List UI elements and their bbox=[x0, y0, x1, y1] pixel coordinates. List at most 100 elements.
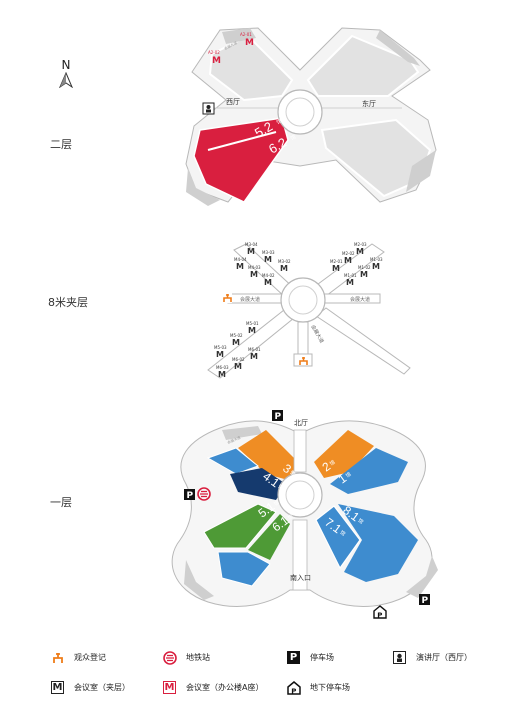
meeting-room-mezzanine-icon[interactable]: M5-03M bbox=[214, 345, 227, 359]
hall-sw-blue[interactable] bbox=[217, 551, 271, 587]
north-arrow-icon bbox=[58, 71, 74, 89]
meeting-room-mezzanine-icon[interactable]: M3-02M bbox=[278, 259, 291, 273]
meeting-room-mezzanine-icon[interactable]: M2-02M bbox=[342, 251, 355, 265]
meeting-room-mezzanine-icon[interactable]: M3-04M bbox=[245, 242, 258, 256]
meeting-room-mezzanine-icon[interactable]: M2-01M bbox=[330, 259, 343, 273]
svg-text:M3-02: M3-02 bbox=[278, 259, 291, 264]
legend-item: 地铁站 bbox=[162, 650, 210, 665]
svg-text:馆: 馆 bbox=[275, 117, 283, 126]
meeting-room-mezzanine-icon[interactable]: M6-02M bbox=[232, 357, 245, 371]
parking-icon[interactable]: P bbox=[272, 410, 283, 422]
legend-item: 观众登记 bbox=[50, 650, 106, 665]
wing-1f-nw bbox=[222, 426, 262, 440]
svg-text:M: M bbox=[216, 350, 224, 359]
svg-text:M6-01: M6-01 bbox=[248, 347, 261, 352]
meeting-room-mezzanine-icon[interactable]: M6-01M bbox=[248, 347, 261, 361]
svg-text:馆: 馆 bbox=[288, 469, 296, 478]
road-label-1f: 会展大道 bbox=[226, 434, 241, 444]
svg-text:M1-02: M1-02 bbox=[358, 265, 371, 270]
meeting-room-office-icon[interactable]: A2-02 M bbox=[208, 50, 221, 66]
hall-5-1[interactable] bbox=[203, 503, 277, 549]
hall-1[interactable] bbox=[330, 448, 408, 494]
hall-8-1[interactable] bbox=[338, 504, 418, 582]
mezzanine-plan: 会展大道 会展大道 会展大道 M3-04M M3-03M M3-02M M4-0… bbox=[207, 242, 411, 379]
svg-text:M: M bbox=[344, 256, 352, 265]
registration-icon[interactable] bbox=[299, 357, 308, 365]
registration-icon bbox=[50, 650, 65, 665]
meeting-room-mezzanine-icon[interactable]: M4-02M bbox=[262, 273, 275, 287]
legend-label: 观众登记 bbox=[74, 653, 106, 662]
lecture-hall-icon[interactable] bbox=[202, 102, 215, 115]
meeting-room-mezzanine-icon[interactable]: M1-01M bbox=[344, 273, 357, 287]
hall-4-1-west[interactable] bbox=[206, 447, 259, 475]
meeting-room-mezzanine-icon[interactable]: M1-02M bbox=[358, 265, 371, 279]
svg-text:M4-03: M4-03 bbox=[248, 265, 261, 270]
svg-text:M3-03: M3-03 bbox=[262, 250, 275, 255]
road-right-label: 会展大道 bbox=[350, 296, 370, 303]
svg-text:P: P bbox=[275, 412, 282, 422]
hall-7-1[interactable] bbox=[315, 505, 361, 570]
mezz-rooms-sw: M5-01M M5-02M M5-03M M6-01M M6-02M M6-03… bbox=[214, 321, 261, 379]
svg-text:M6-02: M6-02 bbox=[232, 357, 245, 362]
svg-text:馆: 馆 bbox=[272, 499, 280, 508]
legend-item: P 停车场 bbox=[286, 650, 334, 665]
svg-text:P: P bbox=[422, 596, 429, 606]
hall-ne-2f[interactable] bbox=[306, 34, 420, 97]
road-left-label: 会展大道 bbox=[240, 296, 260, 303]
south-entrance-label: 南入口 bbox=[290, 573, 311, 582]
svg-text:M: M bbox=[236, 262, 244, 271]
hall-6-1[interactable] bbox=[248, 514, 290, 560]
svg-text:馆: 馆 bbox=[277, 483, 285, 492]
metro-icon[interactable] bbox=[197, 487, 211, 501]
floor-label-first: 一层 bbox=[50, 496, 72, 509]
svg-text:馆: 馆 bbox=[289, 133, 297, 142]
venue-map: 西厅 东厅 5.2 馆 6.2 馆 A2-01 M A2-02 M 会展大道 bbox=[171, 27, 438, 620]
svg-text:M: M bbox=[280, 264, 288, 273]
hall-4-1[interactable] bbox=[230, 468, 286, 500]
meeting-room-mezzanine-icon[interactable]: M5-02M bbox=[230, 333, 243, 347]
hall-divider-2f bbox=[207, 131, 277, 151]
svg-text:M5-01: M5-01 bbox=[246, 321, 259, 326]
north-letter: N bbox=[61, 58, 71, 72]
wing-nw-2f bbox=[222, 28, 256, 44]
wing-1f-se bbox=[406, 556, 438, 598]
meeting-room-mezzanine-icon[interactable]: M4-04M bbox=[234, 257, 247, 271]
svg-text:P: P bbox=[291, 687, 296, 695]
parking-icon[interactable]: P bbox=[184, 489, 195, 501]
parking-icon[interactable]: P bbox=[419, 594, 430, 606]
svg-text:M: M bbox=[250, 270, 258, 279]
svg-text:M3-04: M3-04 bbox=[245, 242, 258, 247]
svg-text:M: M bbox=[212, 56, 221, 66]
mezz-rooms-ne: M2-03M M2-02M M2-01M M1-03M M1-02M M1-01… bbox=[330, 242, 383, 287]
underground-parking-icon[interactable]: P bbox=[373, 605, 387, 620]
meeting-room-mezzanine-icon[interactable]: M3-03M bbox=[262, 250, 275, 264]
corridor-se bbox=[315, 307, 411, 375]
svg-text:M6-03: M6-03 bbox=[216, 365, 229, 370]
registration-icon[interactable] bbox=[223, 293, 232, 303]
meeting-room-mezzanine-icon[interactable]: M5-01M bbox=[246, 321, 259, 335]
svg-text:M: M bbox=[247, 247, 255, 256]
meeting-room-mezzanine-icon[interactable]: M4-03M bbox=[248, 265, 261, 279]
meeting-room-mezzanine-icon[interactable]: M2-03M bbox=[354, 242, 367, 256]
meeting-room-office-icon: M bbox=[163, 681, 176, 694]
legend-label: 会议室（办公楼A座） bbox=[186, 683, 264, 692]
meeting-room-mezzanine-icon[interactable]: M1-03M bbox=[370, 257, 383, 271]
hall-2[interactable] bbox=[314, 430, 374, 478]
meeting-room-mezzanine-icon[interactable]: M6-03M bbox=[216, 365, 229, 379]
svg-text:P: P bbox=[377, 612, 382, 620]
floor-label-mezzanine: 8米夹层 bbox=[48, 296, 88, 309]
underground-parking-icon: P bbox=[286, 680, 301, 695]
svg-text:M4-02: M4-02 bbox=[262, 273, 275, 278]
legend-label: 地下停车场 bbox=[310, 683, 350, 692]
svg-text:M2-03: M2-03 bbox=[354, 242, 367, 247]
corridor-1f-south bbox=[292, 519, 308, 591]
east-hall-label: 东厅 bbox=[362, 99, 376, 108]
meeting-room-office-icon[interactable]: A2-01 M bbox=[240, 32, 254, 48]
wing-1f-sw bbox=[184, 560, 214, 600]
svg-text:M: M bbox=[264, 255, 272, 264]
svg-text:M: M bbox=[346, 278, 354, 287]
svg-text:M: M bbox=[360, 270, 368, 279]
hall-3[interactable] bbox=[238, 430, 298, 480]
svg-text:馆: 馆 bbox=[328, 459, 336, 468]
lecture-hall-icon bbox=[392, 650, 407, 665]
